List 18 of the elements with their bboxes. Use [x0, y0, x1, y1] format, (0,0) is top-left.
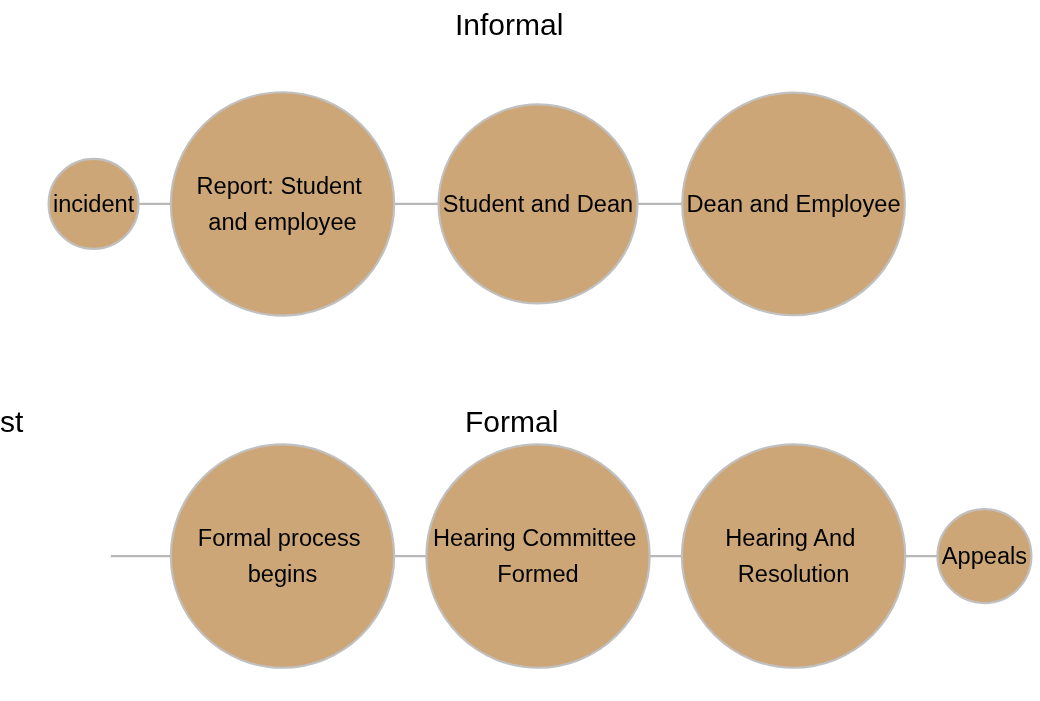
node-circle: Formal process begins — [169, 443, 396, 669]
connector — [394, 555, 427, 558]
node-circle: incident — [47, 157, 140, 250]
partial-text: st — [0, 405, 24, 439]
connector — [110, 555, 171, 558]
node-circle: Report: Student and employee — [169, 91, 396, 317]
section-heading: Formal — [465, 405, 559, 439]
connector — [394, 202, 439, 205]
node-circle: Dean and Employee — [681, 91, 906, 317]
node-circle: Appeals — [936, 508, 1033, 605]
connector — [905, 555, 938, 558]
connector — [138, 202, 171, 205]
connector — [637, 202, 683, 205]
node-circle: Hearing Committee Formed — [425, 443, 651, 669]
section-heading: Informal — [455, 8, 564, 42]
node-circle: Student and Dean — [437, 103, 639, 305]
connector — [649, 555, 682, 558]
node-circle: Hearing And Resolution — [680, 443, 907, 669]
